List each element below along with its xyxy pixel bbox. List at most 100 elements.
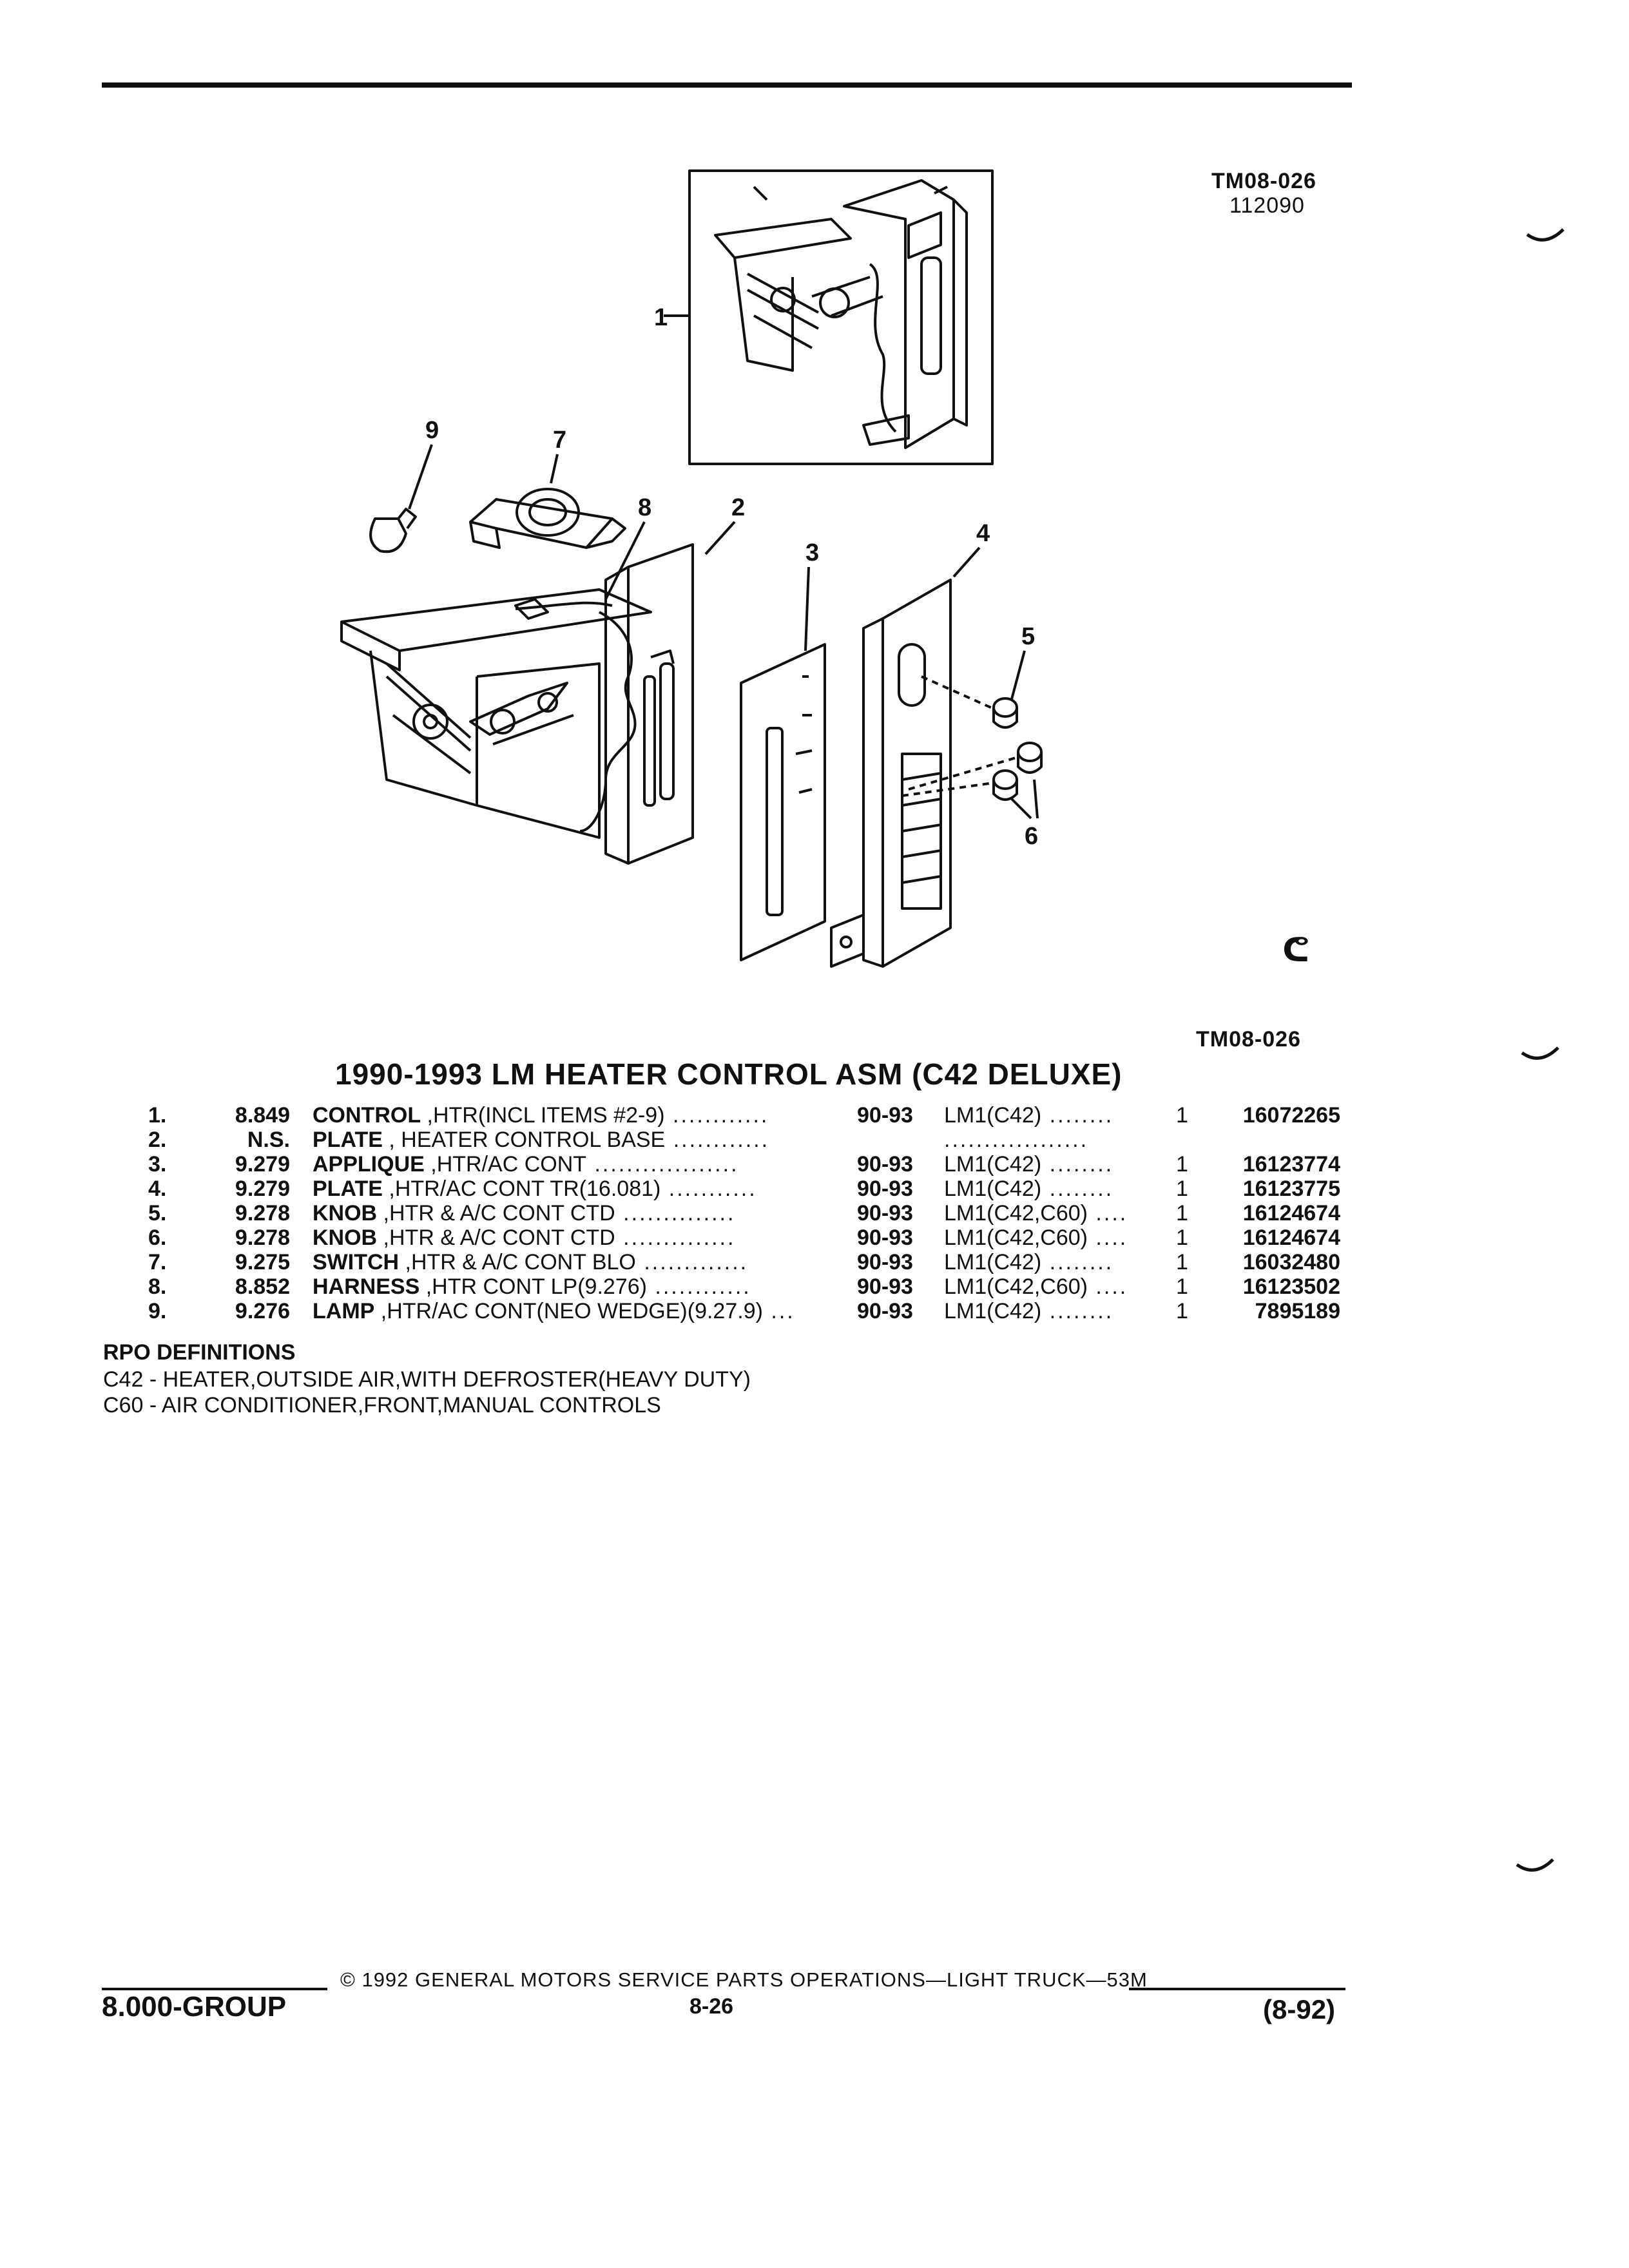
quantity: 1	[1176, 1103, 1188, 1128]
figure-id: TM08-026	[1211, 169, 1316, 193]
item-9-lamp	[369, 508, 417, 553]
leader-dots: ....	[1087, 1201, 1128, 1225]
quantity: 1	[1176, 1250, 1188, 1274]
leader-2	[704, 521, 736, 555]
exploded-diagram: 1 2 3 4 5 6 7 8 9 ᕦ	[340, 169, 1043, 968]
model-years: 90-93	[857, 1103, 913, 1128]
callout-3: 3	[805, 539, 819, 566]
model-years: 90-93	[857, 1250, 913, 1274]
top-rule	[102, 82, 1352, 88]
model-years: 90-93	[857, 1152, 913, 1177]
quantity: 1	[1176, 1177, 1188, 1201]
part-name: KNOB	[313, 1201, 378, 1225]
footer-rule-right	[1129, 1988, 1345, 1990]
leader-5	[1010, 650, 1026, 700]
part-name: HARNESS	[313, 1274, 420, 1299]
leader-dots: ...	[762, 1299, 795, 1323]
part-detail: ,HTR/AC CONT(NEO WEDGE)(9.27.9)	[374, 1299, 763, 1323]
quantity: 1	[1176, 1225, 1188, 1250]
margin-mark-icon	[1521, 1046, 1559, 1060]
leader-4	[952, 546, 981, 578]
model-code-text: LM1(C42)	[944, 1152, 1042, 1177]
item-index: 5.	[148, 1201, 167, 1225]
reference-number: 8.852	[235, 1274, 290, 1299]
inset-frame	[688, 169, 994, 465]
copyright: © 1992 GENERAL MOTORS SERVICE PARTS OPER…	[340, 1968, 1148, 1991]
model-code: ..................	[944, 1128, 1088, 1152]
page-title: 1990-1993 LM HEATER CONTROL ASM (C42 DEL…	[335, 1057, 1123, 1091]
part-detail: ,HTR & A/C CONT CTD	[377, 1201, 615, 1225]
part-number: 16124674	[1242, 1201, 1340, 1225]
part-description: CONTROL ,HTR(INCL ITEMS #2-9) ..........…	[313, 1103, 996, 1128]
leader-dots: ....	[1087, 1225, 1128, 1250]
part-name: APPLIQUE	[313, 1152, 425, 1177]
leader-dots: .............	[635, 1250, 749, 1274]
callout-4: 4	[976, 520, 990, 547]
leader-dots: ....	[1087, 1274, 1128, 1299]
leader-dots: ........	[1041, 1250, 1114, 1274]
part-name: KNOB	[313, 1225, 378, 1250]
part-detail: ,HTR/AC CONT TR(16.081)	[382, 1177, 661, 1201]
reference-number: 9.279	[235, 1152, 290, 1177]
logo-mark: ᕦ	[1282, 932, 1310, 969]
model-years: 90-93	[857, 1274, 913, 1299]
part-description: LAMP ,HTR/AC CONT(NEO WEDGE)(9.27.9) ...	[313, 1299, 996, 1323]
item-index: 4.	[148, 1177, 167, 1201]
item-2-plate	[604, 543, 694, 865]
model-code-text: LM1(C42)	[944, 1177, 1042, 1201]
items-5-6-knobs	[901, 675, 1043, 801]
reference-number: 9.275	[235, 1250, 290, 1274]
model-code: LM1(C42) ........	[944, 1250, 1113, 1274]
part-detail: ,HTR/AC CONT	[424, 1152, 587, 1177]
inset-assembly	[714, 179, 968, 449]
item-4-plate	[830, 579, 952, 968]
part-description: KNOB ,HTR & A/C CONT CTD ..............	[313, 1201, 996, 1225]
part-name: CONTROL	[313, 1103, 421, 1128]
callout-8: 8	[638, 494, 651, 521]
rpo-definition-c60: C60 - AIR CONDITIONER,FRONT,MANUAL CONTR…	[103, 1393, 661, 1418]
item-index: 9.	[148, 1299, 167, 1323]
part-number: 16072265	[1242, 1103, 1340, 1128]
leader-dots: ............	[646, 1274, 751, 1299]
item-8-harness	[579, 611, 637, 832]
part-detail: ,HTR & A/C CONT BLO	[399, 1250, 636, 1274]
model-code-text: LM1(C42,C60)	[944, 1225, 1088, 1250]
leader-dots: ...........	[660, 1177, 757, 1201]
callout-2: 2	[731, 494, 745, 521]
leader-3	[804, 566, 810, 651]
part-description: PLATE , HEATER CONTROL BASE ............	[313, 1128, 996, 1152]
part-detail: ,HTR CONT LP(9.276)	[419, 1274, 647, 1299]
rpo-definition-c42: C42 - HEATER,OUTSIDE AIR,WITH DEFROSTER(…	[103, 1367, 751, 1392]
model-code-text: LM1(C42)	[944, 1103, 1042, 1128]
model-code: LM1(C42,C60) ....	[944, 1201, 1128, 1225]
leader-dots: ..............	[615, 1225, 736, 1250]
model-code-text: LM1(C42,C60)	[944, 1274, 1088, 1299]
model-years: 90-93	[857, 1177, 913, 1201]
callout-6: 6	[1025, 823, 1038, 850]
part-name: LAMP	[313, 1299, 375, 1323]
model-code: LM1(C42,C60) ....	[944, 1274, 1128, 1299]
part-number: 16123774	[1242, 1152, 1340, 1177]
callout-5: 5	[1021, 623, 1035, 650]
leader-9	[408, 444, 433, 510]
part-description: SWITCH ,HTR & A/C CONT BLO .............	[313, 1250, 996, 1274]
model-code-text: LM1(C42,C60)	[944, 1201, 1088, 1225]
part-number: 16123502	[1242, 1274, 1340, 1299]
model-code: LM1(C42) ........	[944, 1152, 1113, 1177]
margin-mark-icon	[1516, 1858, 1554, 1872]
part-number: 7895189	[1255, 1299, 1340, 1323]
model-years: 90-93	[857, 1201, 913, 1225]
quantity: 1	[1176, 1152, 1188, 1177]
leader-dots: ............	[664, 1103, 769, 1128]
leader-6	[1010, 779, 1039, 820]
item-3-applique	[740, 643, 826, 961]
leader-dots: ........	[1041, 1299, 1114, 1323]
